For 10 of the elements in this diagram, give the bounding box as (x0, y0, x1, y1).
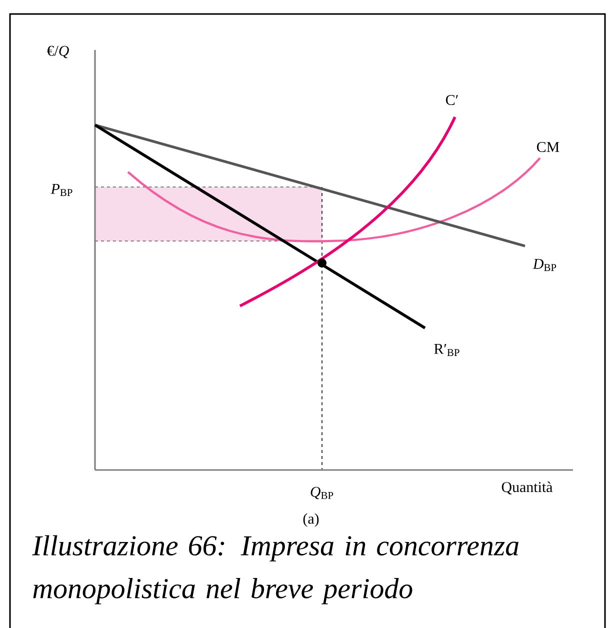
axis-label: P$_{BP}$ (50, 184, 72, 196)
axis-label: €/Q (47, 46, 69, 58)
panel-label: (a) (303, 513, 319, 527)
curve-label: R′$_{BP}$ (434, 344, 460, 356)
curve-label: CM (536, 142, 560, 152)
caption: Illustrazione 66: Impresa in concorrenza monopolistica nel breve periodo (32, 535, 518, 604)
curve-label: C′ (446, 94, 458, 106)
axis-label: Quantità (502, 482, 553, 494)
curve-label: D$_{BP}$ (532, 259, 556, 271)
axis-label: Q$_{BP}$ (310, 486, 334, 500)
